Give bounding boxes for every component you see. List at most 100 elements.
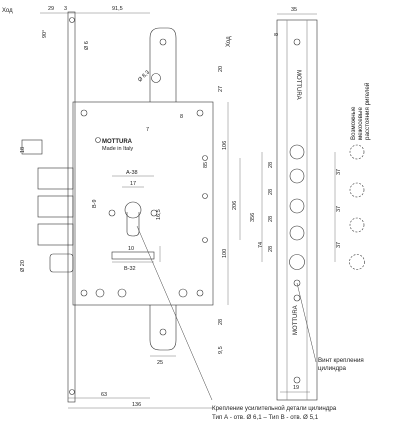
dim-10: 10 [128, 246, 134, 252]
dim-85: 85 [203, 162, 209, 168]
hod-top-label: Ход [2, 8, 13, 14]
body-hole [80, 289, 88, 297]
dim-20a: 20 [218, 66, 224, 72]
dim-63: 63 [101, 392, 107, 398]
dim-8: 8 [180, 114, 183, 120]
latch-bolt [49, 253, 74, 273]
dim-356: 356 [250, 213, 256, 222]
bolt-3 [37, 223, 74, 246]
dim-136: 136 [132, 402, 141, 408]
dim-a38: A-38 [126, 170, 138, 176]
spacing-circle-3 [349, 217, 365, 233]
dim-28a: 28 [218, 319, 224, 325]
dim-74: 74 [258, 242, 264, 248]
strike-hole-4 [289, 225, 305, 241]
dim-35: 35 [291, 7, 297, 13]
cylinder-keyhole [126, 212, 140, 237]
hod-right-label: Ход [226, 36, 232, 47]
dim-29: 29 [48, 6, 54, 12]
strike-latch-hole [289, 254, 305, 270]
cylinder-circle [124, 201, 142, 219]
dim-28d: 28 [268, 216, 274, 222]
faceplate-hole [69, 17, 75, 23]
dim-8b: 8 [274, 33, 280, 36]
bolt-2 [37, 195, 74, 218]
faceplate-outline [67, 11, 76, 403]
dim-28e: 28 [268, 246, 274, 252]
dim-37c: 37 [336, 242, 342, 248]
strike-screw-bottom [293, 376, 301, 384]
possible-spacing-line: Возможные [350, 106, 357, 140]
cylinder-fix-hole-right [150, 209, 158, 217]
strike-brand-mirrored: MOTTURA [293, 305, 299, 335]
bottom-bracket [149, 305, 177, 351]
deadbolt-top [21, 139, 43, 155]
possible-spacing-label: Возможные межосевые расстояния ригелей [350, 82, 371, 140]
body-hole [196, 289, 204, 297]
body-hole [202, 155, 208, 161]
strike-screw-top [293, 38, 301, 46]
dim-100: 100 [222, 249, 228, 258]
cylinder-plate-slot [111, 251, 155, 260]
spacing-circle-1 [349, 144, 365, 160]
screw-note-line: цилиндра [318, 365, 347, 372]
dim-27: 27 [218, 86, 224, 92]
brand-tagline: Made in Italy [102, 146, 133, 152]
body-hole [95, 288, 105, 298]
plate-note-1: Крепление усилительной детали цилиндра [212, 405, 337, 412]
screw-note-line: Винт крепления [318, 357, 364, 364]
dim-17: 17 [130, 181, 136, 187]
body-hole [202, 193, 208, 199]
strike-hole-3 [289, 198, 305, 214]
dim-3: 3 [64, 6, 67, 12]
strike-hole-2 [289, 168, 305, 184]
spacing-circle-4 [349, 254, 365, 270]
dim-83: Ø 8,3 [137, 70, 151, 84]
spacing-circle-2 [349, 182, 365, 198]
dim-28c: 28 [268, 189, 274, 195]
top-spindle-circle [151, 73, 161, 83]
strike-small-hole [293, 294, 301, 302]
bolt-1 [37, 167, 74, 190]
dim-b32: B-32 [124, 266, 136, 272]
body-hole [196, 109, 204, 117]
brand-name: MOTTURA [102, 139, 133, 145]
dim-95: 9,5 [218, 346, 224, 354]
body-hole [95, 137, 101, 143]
strike-small-hole [293, 279, 301, 287]
body-hole [202, 237, 208, 243]
dim-915: 91,5 [112, 6, 123, 12]
dim-206: 206 [232, 201, 238, 210]
dim-b9: B-9 [92, 199, 98, 208]
cylinder-fix-hole-left [108, 209, 116, 217]
bottom-bracket-hole [159, 328, 167, 336]
strike-brand: MOTTURA [295, 70, 301, 100]
dim-19: 19 [293, 385, 299, 391]
dim-7: 7 [146, 127, 149, 133]
dim-106: 106 [222, 141, 228, 150]
strike-hole-1 [289, 144, 305, 160]
possible-spacing-line: межосевые [357, 107, 364, 140]
dim-18: 18 [20, 147, 26, 153]
strike-plate-inner [286, 19, 308, 401]
dim-25: 25 [157, 360, 163, 366]
body-hole [80, 109, 88, 117]
dim-20b: Ø 20 [20, 260, 26, 272]
dim-6: Ø 6 [84, 41, 90, 50]
dim-37b: 37 [336, 206, 342, 212]
note-leaders [136, 225, 317, 401]
dimension-lines [40, 12, 336, 409]
dim-37a: 37 [336, 169, 342, 175]
dim-165: 16,5 [156, 209, 162, 220]
dim-90: 90° [42, 30, 48, 38]
faceplate-hole [69, 389, 75, 395]
possible-spacing-line: расстояния ригелей [364, 82, 371, 140]
screw-note: Винт крепления цилиндра [318, 357, 366, 372]
body-hole [178, 288, 188, 298]
top-bracket [149, 27, 177, 102]
dim-28b: 28 [268, 162, 274, 168]
top-bracket-hole [159, 38, 167, 46]
body-hole [117, 288, 127, 298]
